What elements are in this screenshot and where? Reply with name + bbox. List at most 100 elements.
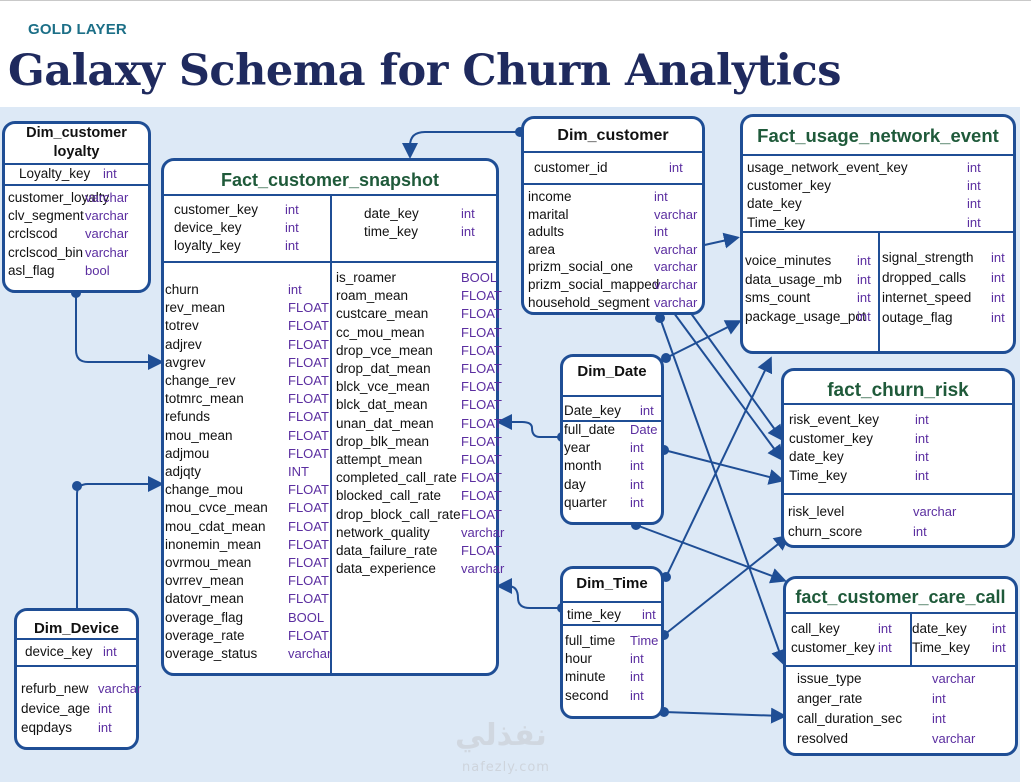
snapshot-column-name: cc_mou_mean: [336, 324, 425, 340]
snapshot-column-type: FLOAT: [288, 518, 329, 534]
churn-key-column-name: date_key: [789, 449, 844, 464]
snapshot-column-name: datovr_mean: [165, 591, 244, 607]
usage-column-name: package_usage_pct: [745, 308, 866, 324]
snapshot-column-name: change_rev: [165, 373, 236, 388]
snapshot-column-type: FLOAT: [461, 543, 502, 558]
usage-column-type: int: [991, 270, 1005, 285]
usage-column-type: int: [857, 290, 871, 305]
time-column-type: int: [630, 651, 644, 667]
snapshot-column-type: FLOAT: [288, 300, 329, 316]
key-name: Loyalty_key: [19, 166, 91, 181]
snapshot-column-type: FLOAT: [288, 591, 329, 607]
usage-key-column-name: date_key: [747, 196, 802, 212]
customer-column-name: prizm_social_one: [528, 259, 634, 275]
customer-column-name: marital: [528, 206, 569, 222]
date-column-type: Date: [630, 422, 658, 437]
time-column-type: Time: [630, 633, 659, 648]
snapshot-column-name: drop_vce_mean: [336, 342, 433, 358]
care-column-name: issue_type: [797, 671, 862, 686]
snapshot-key-column-name: customer_key: [174, 202, 259, 217]
snapshot-column-name: data_experience: [336, 561, 436, 577]
snapshot-column-type: FLOAT: [461, 415, 502, 431]
watermark-logo: نفذلي: [455, 718, 547, 753]
snapshot-column-name: roam_mean: [336, 288, 409, 304]
snapshot-column-type: varchar: [461, 561, 505, 577]
device-column-name: device_age: [21, 700, 91, 716]
time-column-type: int: [630, 687, 644, 703]
snapshot-column-name: overage_flag: [165, 609, 244, 625]
key-name: customer_id: [534, 160, 608, 175]
time-column-type: int: [630, 669, 644, 685]
table-title: Dim_customer: [557, 127, 669, 144]
snapshot-column-name: network_quality: [336, 524, 430, 540]
usage-column-type: int: [857, 271, 871, 287]
customer-column-name: prizm_social_mapped: [528, 277, 660, 292]
usage-column-type: int: [857, 253, 871, 268]
snapshot-column-type: FLOAT: [461, 361, 502, 376]
snapshot-key-column-type: int: [461, 224, 475, 240]
snapshot-column-type: FLOAT: [288, 427, 329, 443]
table-title: Dim_Device: [33, 620, 120, 637]
loyalty-column-type: varchar: [85, 190, 129, 205]
table-title: Dim_Time: [576, 575, 648, 592]
snapshot-column-type: FLOAT: [288, 391, 329, 407]
snapshot-column-type: FLOAT: [288, 373, 329, 388]
usage-key-column-type: int: [967, 214, 981, 230]
customer-column-name: adults: [528, 224, 565, 240]
customer-column-name: income: [528, 189, 572, 204]
churn-column-type: int: [913, 524, 927, 539]
churn-key-column-name: customer_key: [789, 430, 874, 446]
table-dim-customer-loyalty[interactable]: Dim_customer loyalty Loyalty_key int cus…: [2, 121, 151, 293]
customer-column-type: int: [654, 189, 668, 204]
table-fact-usage-network-event[interactable]: Fact_usage_network_event usage_network_e…: [740, 114, 1016, 354]
usage-key-column-type: int: [967, 178, 981, 194]
snapshot-column-name: mou_cdat_mean: [165, 518, 266, 534]
usage-column-name: internet_speed: [882, 290, 972, 305]
loyalty-column-name: customer_loyalty: [8, 190, 110, 205]
usage-column-type: int: [991, 290, 1005, 305]
snapshot-column-name: avgrev: [165, 354, 206, 370]
loyalty-column-name: crclscod_bin: [8, 244, 84, 260]
snapshot-column-type: FLOAT: [461, 288, 502, 304]
snapshot-column-type: FLOAT: [288, 536, 329, 552]
date-column-type: int: [630, 476, 644, 492]
snapshot-column-name: churn: [165, 282, 199, 297]
churn-key-column-name: Time_key: [789, 467, 848, 483]
date-column-name: quarter: [564, 494, 607, 510]
table-title: Fact_customer_snapshot: [220, 170, 440, 190]
churn-column-type: varchar: [913, 504, 957, 519]
customer-column-type: varchar: [654, 294, 698, 310]
device-column-type: int: [98, 700, 112, 716]
loyalty-column-name: crclscod: [8, 226, 58, 242]
device-column-type: varchar: [98, 681, 142, 696]
snapshot-column-name: is_roamer: [336, 270, 397, 285]
snapshot-column-name: ovrmou_mean: [165, 555, 252, 570]
care-column-name: call_duration_sec: [797, 711, 903, 726]
care-column-type: varchar: [932, 731, 976, 746]
snapshot-column-name: adjmou: [165, 445, 210, 461]
time-column-name: second: [565, 687, 609, 703]
care-key-column-type: int: [992, 639, 1006, 655]
snapshot-column-type: FLOAT: [288, 336, 329, 352]
care-column-name: resolved: [797, 731, 849, 746]
snapshot-column-type: FLOAT: [461, 342, 502, 358]
snapshot-column-name: rev_mean: [165, 300, 226, 316]
usage-column-type: int: [991, 310, 1005, 325]
churn-key-column-type: int: [915, 467, 929, 483]
key-type: int: [640, 403, 654, 418]
snapshot-column-name: drop_blk_mean: [336, 433, 430, 449]
snapshot-column-type: FLOAT: [288, 573, 329, 589]
loyalty-column-name: asl_flag: [8, 262, 55, 278]
usage-key-column-type: int: [967, 196, 981, 212]
key-type: int: [103, 644, 117, 659]
key-name: device_key: [25, 644, 93, 659]
care-key-column-name: customer_key: [791, 639, 876, 655]
care-key-column-name: call_key: [791, 621, 840, 636]
